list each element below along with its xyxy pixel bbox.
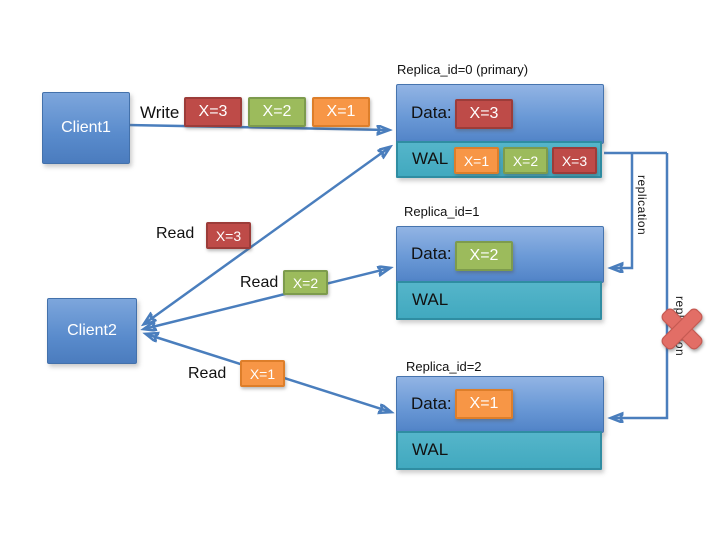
replica0-wal-box: WAL X=1 X=2 X=3 bbox=[396, 141, 602, 178]
read-arrow-x2 bbox=[144, 268, 390, 329]
replica1-wal-label: WAL bbox=[412, 289, 449, 309]
replica0-data-label: Data: bbox=[411, 103, 452, 123]
write-value-badge-x3: X=3 bbox=[184, 97, 242, 127]
replica1-wal-box: WAL bbox=[396, 281, 602, 320]
replica2-title: Replica_id=2 bbox=[406, 359, 482, 374]
replica0-data-value-badge: X=3 bbox=[455, 99, 513, 129]
replica0-title: Replica_id=0 (primary) bbox=[397, 62, 529, 77]
replica1-data-value-badge: X=2 bbox=[455, 241, 513, 271]
replica0-wal-badge-x3: X=3 bbox=[552, 147, 597, 174]
client1-box: Client1 bbox=[42, 92, 130, 164]
replica0-data-box: Data: X=3 bbox=[396, 84, 604, 144]
replica2-data-label: Data: bbox=[411, 393, 452, 413]
replica2-wal-box: WAL bbox=[396, 431, 602, 470]
replica2-wal-label: WAL bbox=[412, 439, 449, 459]
replication-label-1: replication bbox=[635, 175, 649, 236]
write-value-badge-x2: X=2 bbox=[248, 97, 306, 127]
replica1-title: Replica_id=1 bbox=[404, 204, 480, 219]
client1-label: Client1 bbox=[61, 119, 111, 136]
replication-arrow-to-replica1 bbox=[611, 153, 634, 268]
replica2-data-value-badge: X=1 bbox=[455, 389, 513, 419]
replica0-wal-badge-x1: X=1 bbox=[454, 147, 499, 174]
write-arrow bbox=[127, 123, 389, 130]
client2-box: Client2 bbox=[47, 298, 137, 364]
replica0-wal-label: WAL bbox=[412, 148, 449, 168]
write-value-badge-x1: X=1 bbox=[312, 97, 370, 127]
replica1-data-label: Data: bbox=[411, 243, 452, 263]
write-label: Write bbox=[140, 103, 180, 122]
replica2-data-box: Data: X=1 bbox=[396, 376, 604, 433]
client2-label: Client2 bbox=[67, 322, 117, 339]
replica1-data-box: Data: X=2 bbox=[396, 226, 604, 283]
replication-arrow-to-replica2 bbox=[611, 153, 669, 418]
replica0-wal-badge-x2: X=2 bbox=[503, 147, 548, 174]
